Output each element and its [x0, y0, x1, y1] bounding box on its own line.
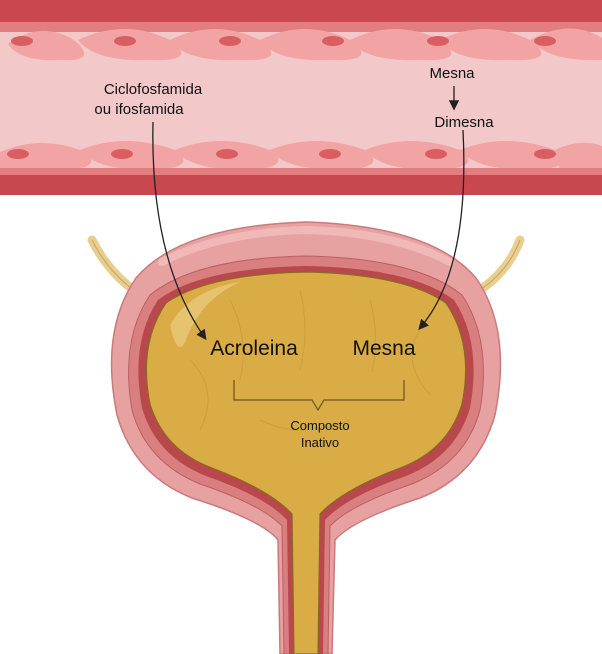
mesna-bladder-label: Mesna: [352, 337, 415, 360]
vessel-bottom-wall: [0, 175, 602, 195]
dimesna-label: Dimesna: [434, 114, 494, 131]
drug-label-line1: Ciclofosfamida: [104, 81, 203, 98]
drug-label-line2: ou ifosfamida: [94, 101, 184, 118]
blood-vessel: [0, 0, 602, 195]
product-label-line1: Composto: [290, 418, 349, 433]
mesna-vessel-label: Mesna: [429, 65, 475, 82]
vessel-top-wall: [0, 0, 602, 24]
product-label-line2: Inativo: [301, 435, 339, 450]
acroleina-label: Acroleina: [210, 337, 298, 360]
